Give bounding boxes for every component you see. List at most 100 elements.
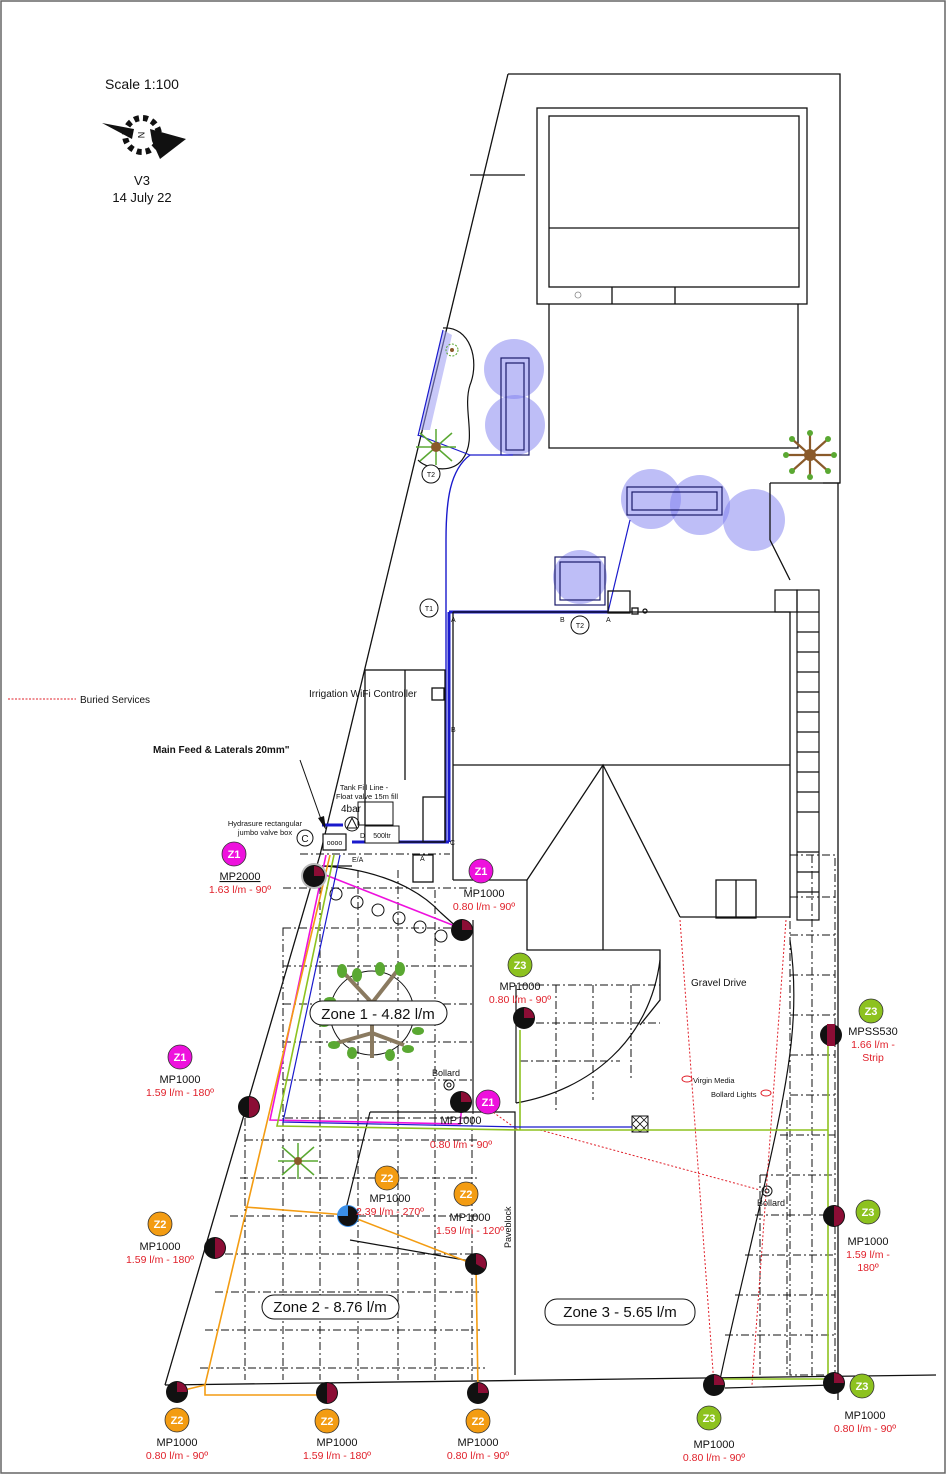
spray-arc-icon [714,1375,724,1385]
zone-badge-label: Z1 [174,1052,187,1064]
sprinkler-flow: 1.59 l/m - 120º [436,1225,504,1237]
zone-badge [465,1408,491,1434]
node-a1: A [451,617,456,624]
north-letter: N [136,132,146,139]
scale-label: Scale 1:100 [105,76,179,92]
date-label: 14 July 22 [112,190,171,205]
bollard-label-1: Bollard [432,1068,460,1078]
sprinkler-flow: 1.59 l/m - 180º [126,1254,194,1266]
sprinkler-model: MP1000 [157,1437,198,1449]
sprinkler-flow-line2: Strip [862,1052,884,1064]
legend: Buried Services [8,695,150,706]
zone-badge-label: Z2 [154,1219,167,1231]
house [364,482,840,1026]
svg-text:C: C [301,834,308,845]
zone-badge-label: Z3 [862,1207,875,1219]
zone-badge-label: Z3 [703,1413,716,1425]
gravel-drive-label: Gravel Drive [691,978,747,989]
node-a3: A [420,856,425,863]
bollard-label-2: Bollard [757,1198,785,1208]
sprinkler-flow: 2.39 l/m - 270º [356,1206,424,1218]
sprinkler-model: MPSS530 [848,1026,898,1038]
svg-text:Zone 2 - 8.76 l/m: Zone 2 - 8.76 l/m [273,1299,386,1316]
spray-arc-icon [314,866,324,876]
buried-markers [681,1075,772,1097]
zone-badge-label: Z3 [865,1006,878,1018]
zone-badge [147,1211,173,1237]
main-feed-leader [299,759,323,823]
shrub-icon [278,1143,318,1179]
zone-badge [849,1373,875,1399]
sprinkler-flow: 1.59 l/m - 180º [146,1087,214,1099]
legend-buried-label: Buried Services [80,695,150,706]
zone-badge [468,858,494,884]
sprinkler-model: MP1000 [317,1437,358,1449]
main-feed-arrow-icon [318,816,326,830]
sprinkler-model: MP1000 [140,1241,181,1253]
tree-large-icon [783,430,837,480]
tree-small-icon [416,429,456,465]
zone-badge [696,1405,722,1431]
main-feed-label: Main Feed & Laterals 20mm" [153,745,290,756]
paveblock-label: Paveblock [503,1206,513,1248]
sprinkler-flow: 1.59 l/m - 180º [303,1450,371,1462]
tank-label: 500ltr [373,833,391,840]
outbuilding [536,107,808,449]
sprinkler-flow: 0.80 l/m - 90º [489,994,551,1006]
bollard-icon [443,1079,455,1091]
zone-2-label: Zone 2 - 8.76 l/m [261,1294,400,1320]
valve-box-label-1: Hydrasure rectangular [228,819,303,828]
virgin-media-label: Virgin Media [693,1076,735,1085]
zone-badge [164,1407,190,1433]
hardscape [321,865,833,1389]
property-boundary [164,73,937,1400]
svg-text:Zone 1 - 4.82 l/m: Zone 1 - 4.82 l/m [321,1006,434,1023]
timer-marker-t2: T2 [570,615,590,635]
valve-marker-c: C [296,829,314,847]
zone-badge [453,1181,479,1207]
spray-arc-icon [524,1008,534,1018]
controller-label: Irrigation WiFi Controller [309,689,417,700]
sprinkler-model: MP1000 [370,1193,411,1205]
spray-arc-icon [834,1373,844,1383]
pressure-label: 4bar [341,804,362,815]
zone-badge-label: Z1 [482,1097,495,1109]
valve-box-ports: oooo [327,840,343,847]
spray-arc-icon [476,1254,486,1269]
svg-text:T1: T1 [425,606,433,613]
zone-badge-label: Z3 [856,1381,869,1393]
spray-arc-icon [461,1092,471,1102]
sprinkler-model: MP1000 [160,1074,201,1086]
tank-lid [357,801,394,826]
drip-zones [484,339,785,606]
node-b2: B [560,617,565,624]
north-arrow-icon: N [102,115,186,159]
zone-badge [374,1165,400,1191]
timer-marker-t2-top: T2 [421,464,441,484]
sprinkler-model: MP1000 [450,1212,491,1224]
sprinkler-flow-line1: 1.59 l/m - [846,1249,890,1261]
title-block: Scale 1:100 N V3 14 July 22 [102,76,186,205]
inspection-chamber [631,1115,649,1133]
sprinkler-flow: 1.63 l/m - 90º [209,884,271,896]
tank-fill-label-1: Tank Fill Line - [340,783,389,792]
sprinkler-model: MP1000 [464,888,505,900]
svg-text:T2: T2 [427,472,435,479]
node-d: D [360,833,365,840]
zone-badge [855,1199,881,1225]
sprinkler-model: MP1000 [458,1437,499,1449]
spray-arc-icon [834,1206,844,1226]
node-a2: A [606,617,611,624]
pump-icon [344,816,360,832]
bollard-lights-label: Bollard Lights [711,1090,757,1099]
sprinkler-flow: 0.80 l/m - 90º [453,901,515,913]
